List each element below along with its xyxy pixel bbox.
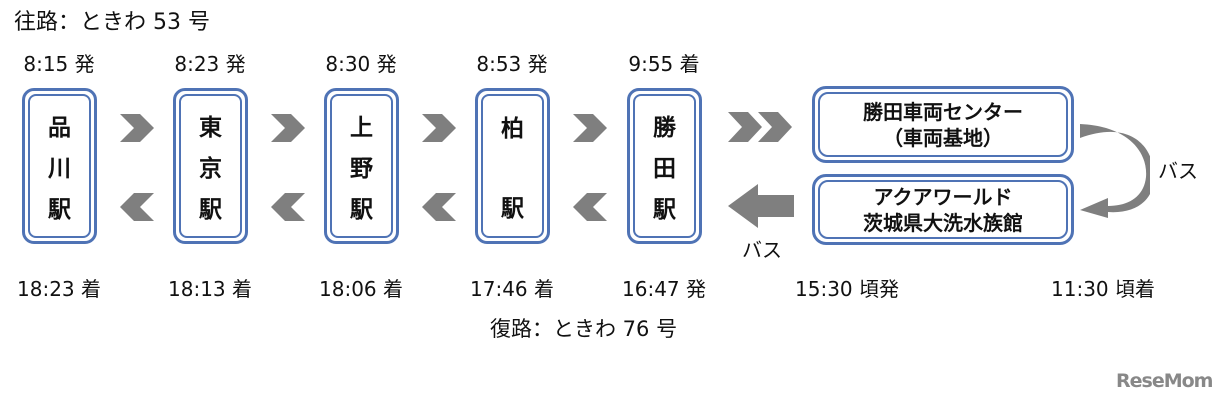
station-char: 京: [199, 155, 222, 182]
station-char: 野: [350, 155, 373, 182]
station-kashiwa: 柏駅: [475, 88, 550, 244]
station-char: 上: [350, 114, 373, 141]
curved-arrow-icon: [1080, 124, 1150, 218]
arrow-left-icon: [728, 184, 794, 228]
return-time: 16:47 発: [622, 277, 706, 301]
station-char: 東: [199, 114, 222, 141]
depot-arrival-time: 11:30 頃着: [1051, 277, 1155, 301]
station-char: 駅: [199, 197, 222, 224]
resemom-logo: ReseMom: [1116, 370, 1213, 392]
outbound-title: 往路：ときわ 53 号: [14, 10, 210, 35]
chevron-left-icon: [120, 193, 154, 221]
station-katsuta: 勝田駅: [627, 88, 702, 244]
outbound-time: 9:55 着: [628, 52, 700, 76]
station-char: 勝: [653, 114, 676, 141]
double-chevron-right-icon: [728, 112, 792, 142]
return-time: 18:13 着: [168, 277, 252, 301]
chevron-left-icon: [422, 193, 456, 221]
chevron-right-icon: [573, 114, 607, 142]
chevron-right-icon: [422, 114, 456, 142]
station-char: 田: [653, 155, 676, 182]
return-time: 18:23 着: [17, 277, 101, 301]
depot-name: 勝田車両センター: [863, 99, 1023, 124]
return-title: 復路：ときわ 76 号: [490, 317, 678, 341]
outbound-time: 8:15 発: [23, 52, 95, 76]
outbound-time: 8:53 発: [476, 52, 548, 76]
bus-label: バス: [1158, 159, 1198, 183]
station-char: 川: [48, 155, 71, 182]
station-tokyo: 東京駅: [173, 88, 248, 244]
station-char: 駅: [501, 196, 524, 222]
station-char: 駅: [350, 197, 373, 224]
aquarium-departure-time: 15:30 頃発: [795, 277, 899, 301]
return-time: 18:06 着: [319, 277, 403, 301]
station-char: 品: [48, 114, 71, 141]
station-char: 柏: [501, 116, 524, 142]
aquarium-box: アクアワールド 茨城県大洗水族館: [812, 174, 1074, 245]
chevron-left-icon: [573, 193, 607, 221]
outbound-time: 8:23 発: [174, 52, 246, 76]
station-char: 駅: [653, 197, 676, 224]
outbound-time: 8:30 発: [325, 52, 397, 76]
station-char: 駅: [48, 197, 71, 224]
chevron-right-icon: [120, 114, 154, 142]
chevron-right-icon: [271, 114, 305, 142]
bus-label: バス: [742, 238, 782, 262]
station-ueno: 上野駅: [324, 88, 399, 244]
depot-box: 勝田車両センター （車両基地）: [812, 86, 1074, 163]
station-shinagawa: 品川駅: [22, 88, 97, 244]
aquarium-fullname: 茨城県大洗水族館: [863, 210, 1023, 235]
aquarium-name: アクアワールド: [873, 184, 1013, 209]
chevron-left-icon: [271, 193, 305, 221]
return-time: 17:46 着: [470, 277, 554, 301]
depot-subtitle: （車両基地）: [883, 125, 1003, 150]
